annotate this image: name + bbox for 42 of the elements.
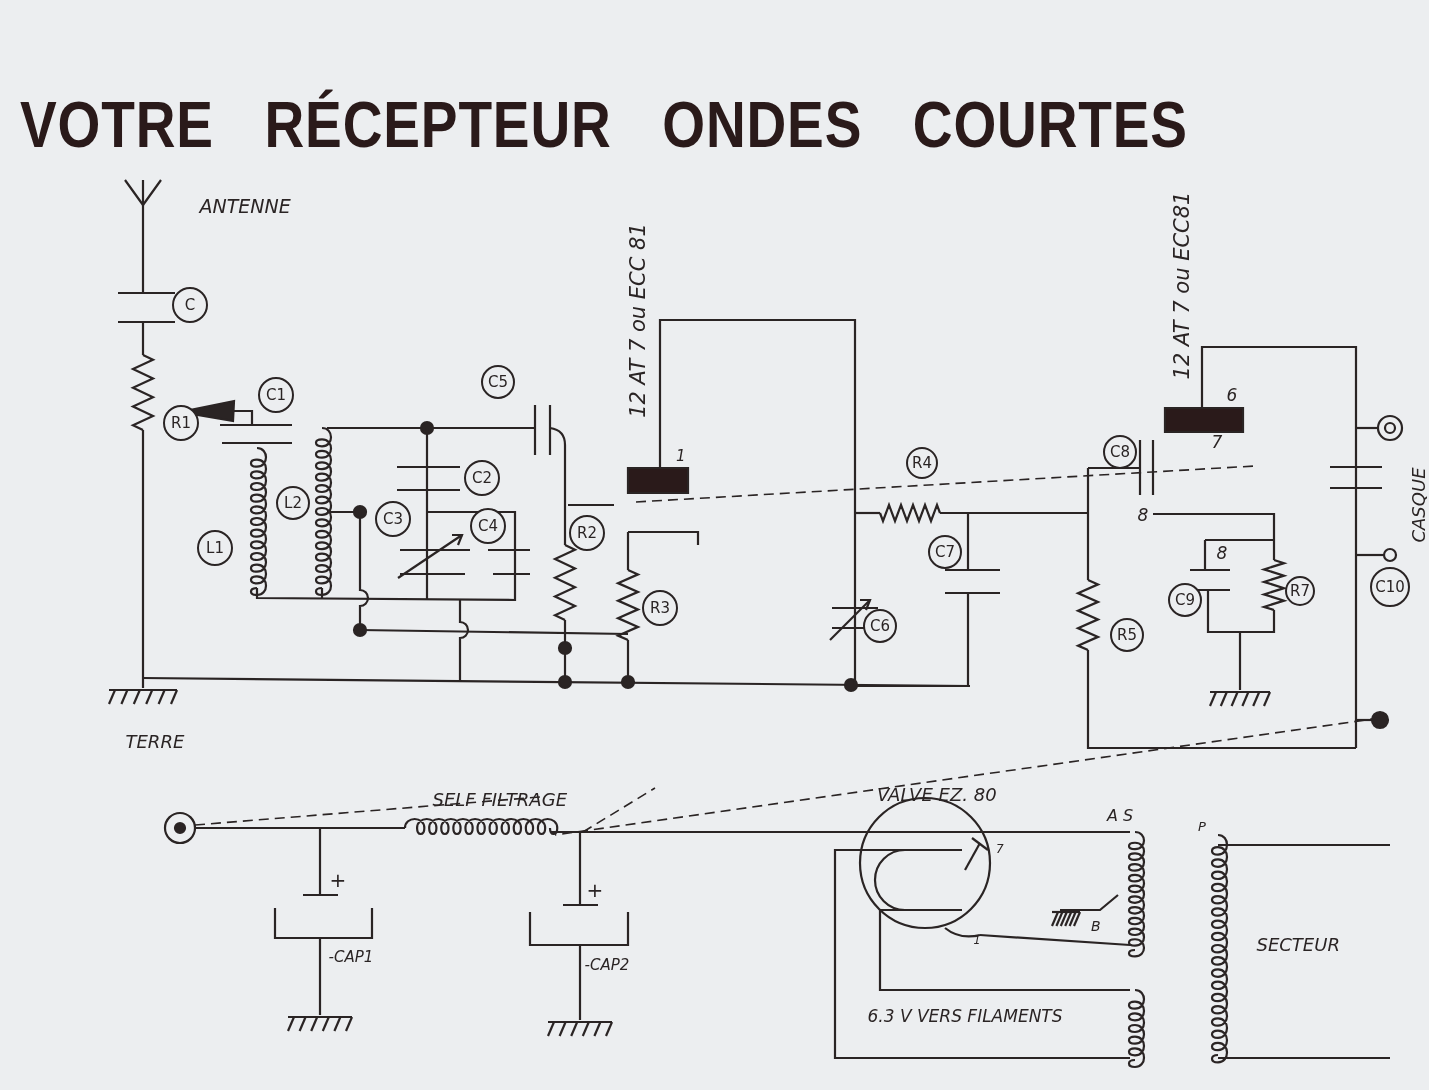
component-callout: R1	[163, 405, 199, 441]
choke-label: SELF FILTRAGE	[432, 791, 567, 809]
terminal-label: A S	[1107, 808, 1134, 824]
antenna-label: ANTENNE	[199, 196, 291, 216]
ground-label: TERRE	[125, 733, 185, 751]
pin-number: 1	[676, 448, 686, 464]
component-callout: C2	[464, 460, 500, 496]
polarity-mark: +	[586, 880, 604, 900]
mains-label: SECTEUR	[1256, 936, 1340, 954]
component-callout: C4	[470, 508, 506, 544]
component-callout: C	[172, 287, 208, 323]
pin-number: 8	[1137, 506, 1149, 524]
component-callout: C9	[1168, 583, 1202, 617]
component-callout: C7	[928, 535, 962, 569]
component-callout: L1	[197, 530, 233, 566]
component-callout: C10	[1370, 567, 1410, 607]
tube-label: 12 AT 7 ou ECC81	[1172, 191, 1194, 379]
title: VOTRE RÉCEPTEUR ONDES COURTES	[20, 88, 1188, 162]
component-callout: R3	[642, 590, 678, 626]
headphone-label: CASQUE	[1409, 467, 1427, 543]
tube-label: 12 AT 7 ou ECC 81	[627, 222, 649, 418]
component-callout: R4	[906, 447, 938, 479]
filament-label: 6.3 V VERS FILAMENTS	[867, 1007, 1063, 1025]
component-callout: R7	[1285, 576, 1315, 606]
component-callout: R5	[1110, 618, 1144, 652]
pin-number: 7	[996, 843, 1004, 855]
pin-number: 6	[1226, 386, 1238, 404]
pin-number: 7	[1211, 433, 1223, 451]
component-callout: L2	[276, 486, 310, 520]
component-callout: C5	[481, 365, 515, 399]
pin-number: 8	[1216, 544, 1228, 562]
component-callout: C1	[258, 377, 294, 413]
pin-number: 1	[973, 934, 981, 946]
component-callout: C8	[1103, 435, 1137, 469]
polarity-mark: +	[329, 870, 347, 890]
component-callout: R2	[569, 515, 605, 551]
terminal-label: B	[1091, 919, 1101, 933]
capacitor-label: -CAP1	[328, 949, 374, 965]
component-callout: C6	[863, 609, 897, 643]
terminal-label: P	[1198, 819, 1206, 833]
component-callout: C3	[375, 501, 411, 537]
capacitor-label: -CAP2	[584, 957, 630, 973]
